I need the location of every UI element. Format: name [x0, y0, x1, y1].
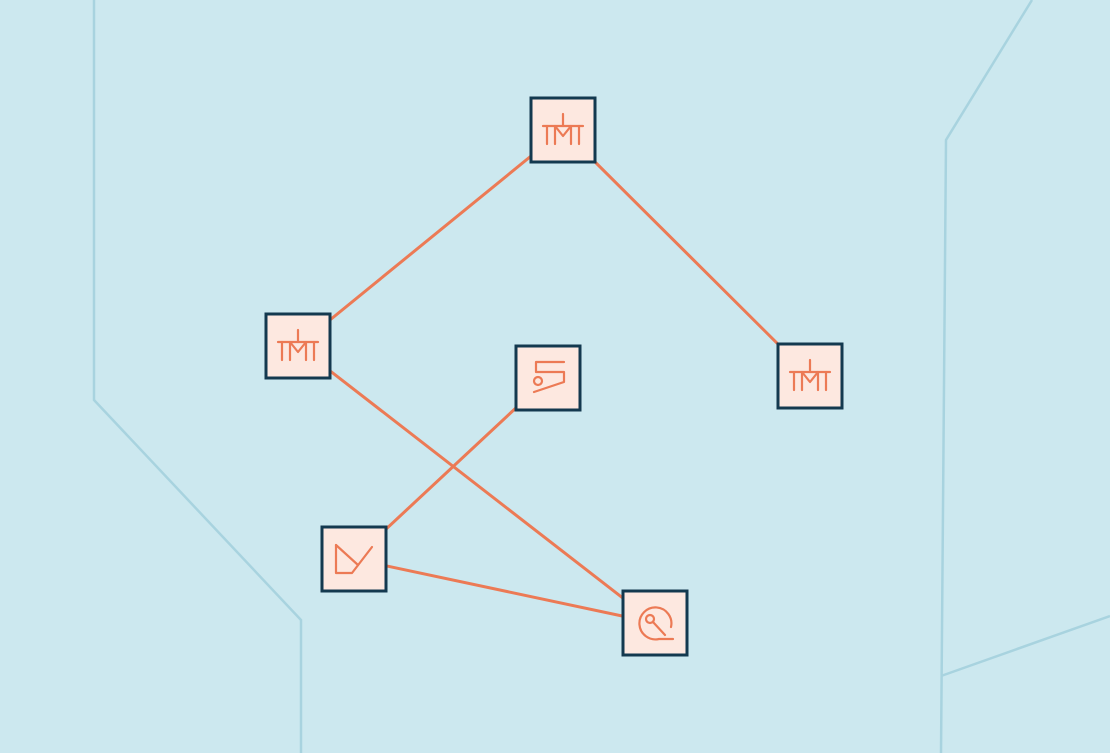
- pylon-icon: [788, 358, 832, 392]
- pylon-icon: [541, 112, 585, 146]
- edge-n2-n6[interactable]: [296, 344, 657, 625]
- node-n1[interactable]: [529, 96, 597, 164]
- boundary-line-west: [92, 0, 303, 753]
- boundary-line-east: [939, 0, 1034, 753]
- boundary-line-southeast: [940, 614, 1110, 678]
- nodes: [264, 96, 844, 657]
- node-n4[interactable]: [514, 344, 582, 412]
- node-n5[interactable]: [320, 525, 388, 593]
- node-n6[interactable]: [621, 589, 689, 657]
- edge-n5-n6[interactable]: [352, 557, 657, 625]
- wedge-icon: [334, 543, 374, 575]
- generator-icon: [532, 360, 566, 394]
- dial-icon: [638, 606, 675, 641]
- edge-n1-n3[interactable]: [561, 128, 812, 378]
- node-n2[interactable]: [264, 312, 332, 380]
- region-boundaries: [92, 0, 1110, 753]
- edge-n1-n2[interactable]: [296, 128, 565, 348]
- node-n3[interactable]: [776, 342, 844, 410]
- pylon-icon: [276, 328, 320, 362]
